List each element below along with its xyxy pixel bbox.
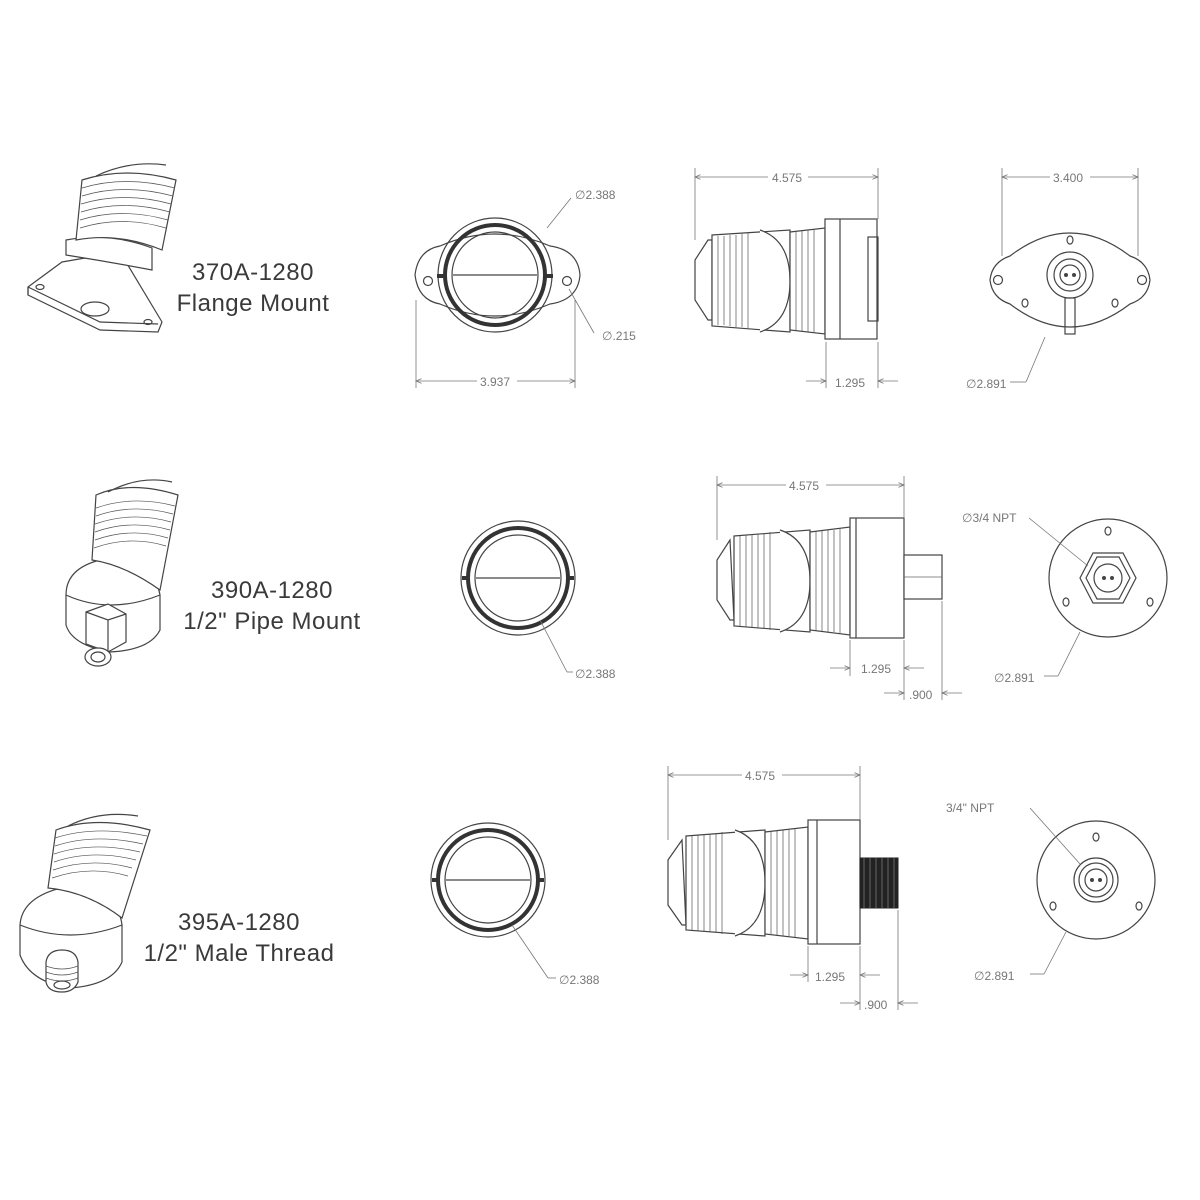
mount-type: 1/2" Pipe Mount xyxy=(183,608,361,635)
mount-type: 1/2" Male Thread xyxy=(143,940,335,967)
front-view-395a: ∅2.388 xyxy=(430,822,600,987)
model-number: 390A-1280 xyxy=(211,577,333,604)
label-370a: 370A-1280 Flange Mount xyxy=(168,257,338,319)
dim-hole-dia: ∅.215 xyxy=(602,329,636,343)
dim-rear-dia: ∅2.891 xyxy=(974,969,1015,983)
label-390a: 390A-1280 1/2" Pipe Mount xyxy=(172,575,372,637)
dim-npt: ∅3/4 NPT xyxy=(962,511,1017,525)
dim-length: 4.575 xyxy=(789,479,819,493)
front-view-370a: ∅2.388 ∅.215 3.937 xyxy=(414,188,636,389)
side-view-395a: 4.575 1.295 .900 xyxy=(668,766,918,1012)
product-iso-390a xyxy=(65,479,179,667)
dim-face-dia: ∅2.388 xyxy=(575,667,616,681)
dim-face-dia: ∅2.388 xyxy=(559,973,600,987)
rear-view-395a: 3/4" NPT ∅2.891 xyxy=(946,801,1156,983)
dim-length: 4.575 xyxy=(745,769,775,783)
product-iso-395a xyxy=(19,813,151,993)
dim-length: 4.575 xyxy=(772,171,802,185)
dim-fitting-len: .900 xyxy=(909,688,933,702)
dim-rear-dia: ∅2.891 xyxy=(994,671,1035,685)
dim-rear-width: 3.400 xyxy=(1053,171,1083,185)
rear-view-390a: ∅3/4 NPT ∅2.891 xyxy=(962,511,1168,685)
dim-fitting-len: .900 xyxy=(864,998,888,1012)
side-view-390a: 4.575 1.295 .900 xyxy=(717,476,962,702)
mount-type: Flange Mount xyxy=(176,290,330,317)
product-iso-370a xyxy=(27,163,177,333)
side-view-370a: 4.575 1.295 xyxy=(695,168,898,390)
model-number: 370A-1280 xyxy=(192,259,314,286)
dim-housing-len: 1.295 xyxy=(815,970,845,984)
front-view-390a: ∅2.388 xyxy=(460,520,616,681)
dim-npt: 3/4" NPT xyxy=(946,801,995,815)
model-number: 395A-1280 xyxy=(178,909,300,936)
dim-housing-len: 1.295 xyxy=(861,662,891,676)
dim-rear-dia: ∅2.891 xyxy=(966,377,1007,391)
rear-view-370a: 3.400 ∅2.891 xyxy=(966,168,1151,391)
dim-face-dia: ∅2.388 xyxy=(575,188,616,202)
dim-housing-len: 1.295 xyxy=(835,376,865,390)
dim-flange-width: 3.937 xyxy=(480,375,510,389)
label-395a: 395A-1280 1/2" Male Thread xyxy=(134,907,344,969)
